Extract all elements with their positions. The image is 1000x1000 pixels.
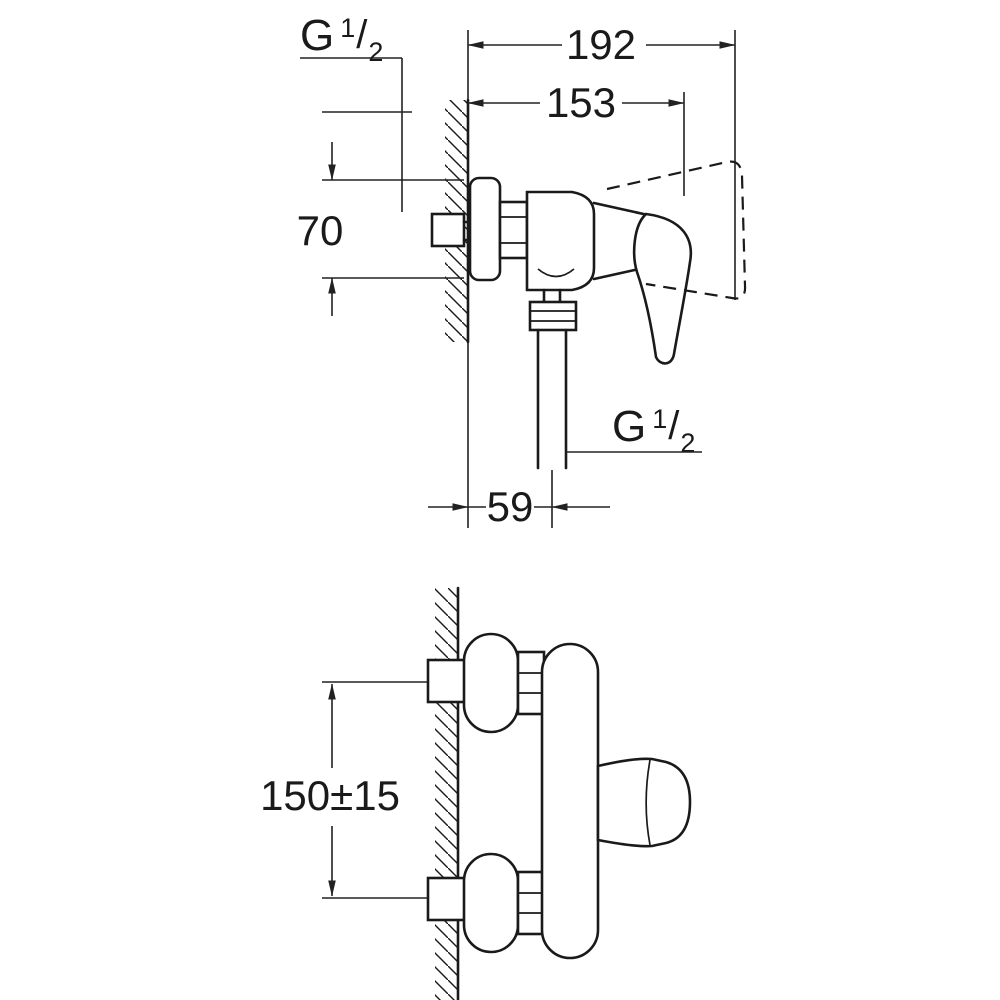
- handle-cap-joint: [645, 759, 651, 846]
- dim-150-label: 150±15: [260, 772, 400, 819]
- wall-hatching-front: [435, 588, 458, 1000]
- inlet-neck: [462, 220, 470, 242]
- wall-flange-top: [462, 632, 520, 734]
- handle-lever-front: [596, 757, 692, 848]
- wall-flange-bottom: [462, 852, 520, 954]
- valve-body-front: [540, 642, 600, 960]
- dim-70-label: 70: [297, 207, 344, 254]
- mounting-nut-bottom: [426, 876, 468, 922]
- dimension-153: 153: [467, 79, 685, 196]
- mixer-side: [430, 160, 747, 470]
- dimension-59: 59: [428, 470, 610, 530]
- union-nut-bottom: [516, 870, 546, 936]
- dimension-70: 70: [297, 111, 464, 316]
- mixer-front: [426, 632, 692, 960]
- dim-153-label: 153: [546, 79, 616, 126]
- dim-150-extension-lines: [322, 681, 428, 899]
- union-nut-top-facets: [518, 672, 544, 694]
- valve-body-side: [525, 190, 596, 292]
- hose-outlet-neck: [542, 288, 562, 304]
- handle-lever-alt-position: [606, 160, 747, 300]
- hose-union-facets: [530, 310, 576, 322]
- outlet-collar-curve: [537, 268, 575, 278]
- dimension-150: 150±15: [260, 681, 428, 899]
- wall-flange-side: [468, 176, 502, 282]
- front-view: 150±15: [260, 586, 692, 1000]
- dim-192-label: 192: [566, 21, 636, 68]
- union-nut-bottom-facets: [518, 892, 544, 914]
- mounting-nut-top: [426, 658, 468, 704]
- dimension-192: 192: [467, 21, 736, 300]
- union-nut-top: [516, 650, 546, 716]
- union-nut-facets: [500, 216, 527, 244]
- inlet-nut: [430, 212, 466, 248]
- shower-hose-outlet: [536, 328, 568, 470]
- dim-59-label: 59: [487, 483, 534, 530]
- handle-lever-side: [632, 212, 693, 365]
- union-nut-side: [498, 200, 529, 260]
- hose-union-nut: [528, 300, 578, 332]
